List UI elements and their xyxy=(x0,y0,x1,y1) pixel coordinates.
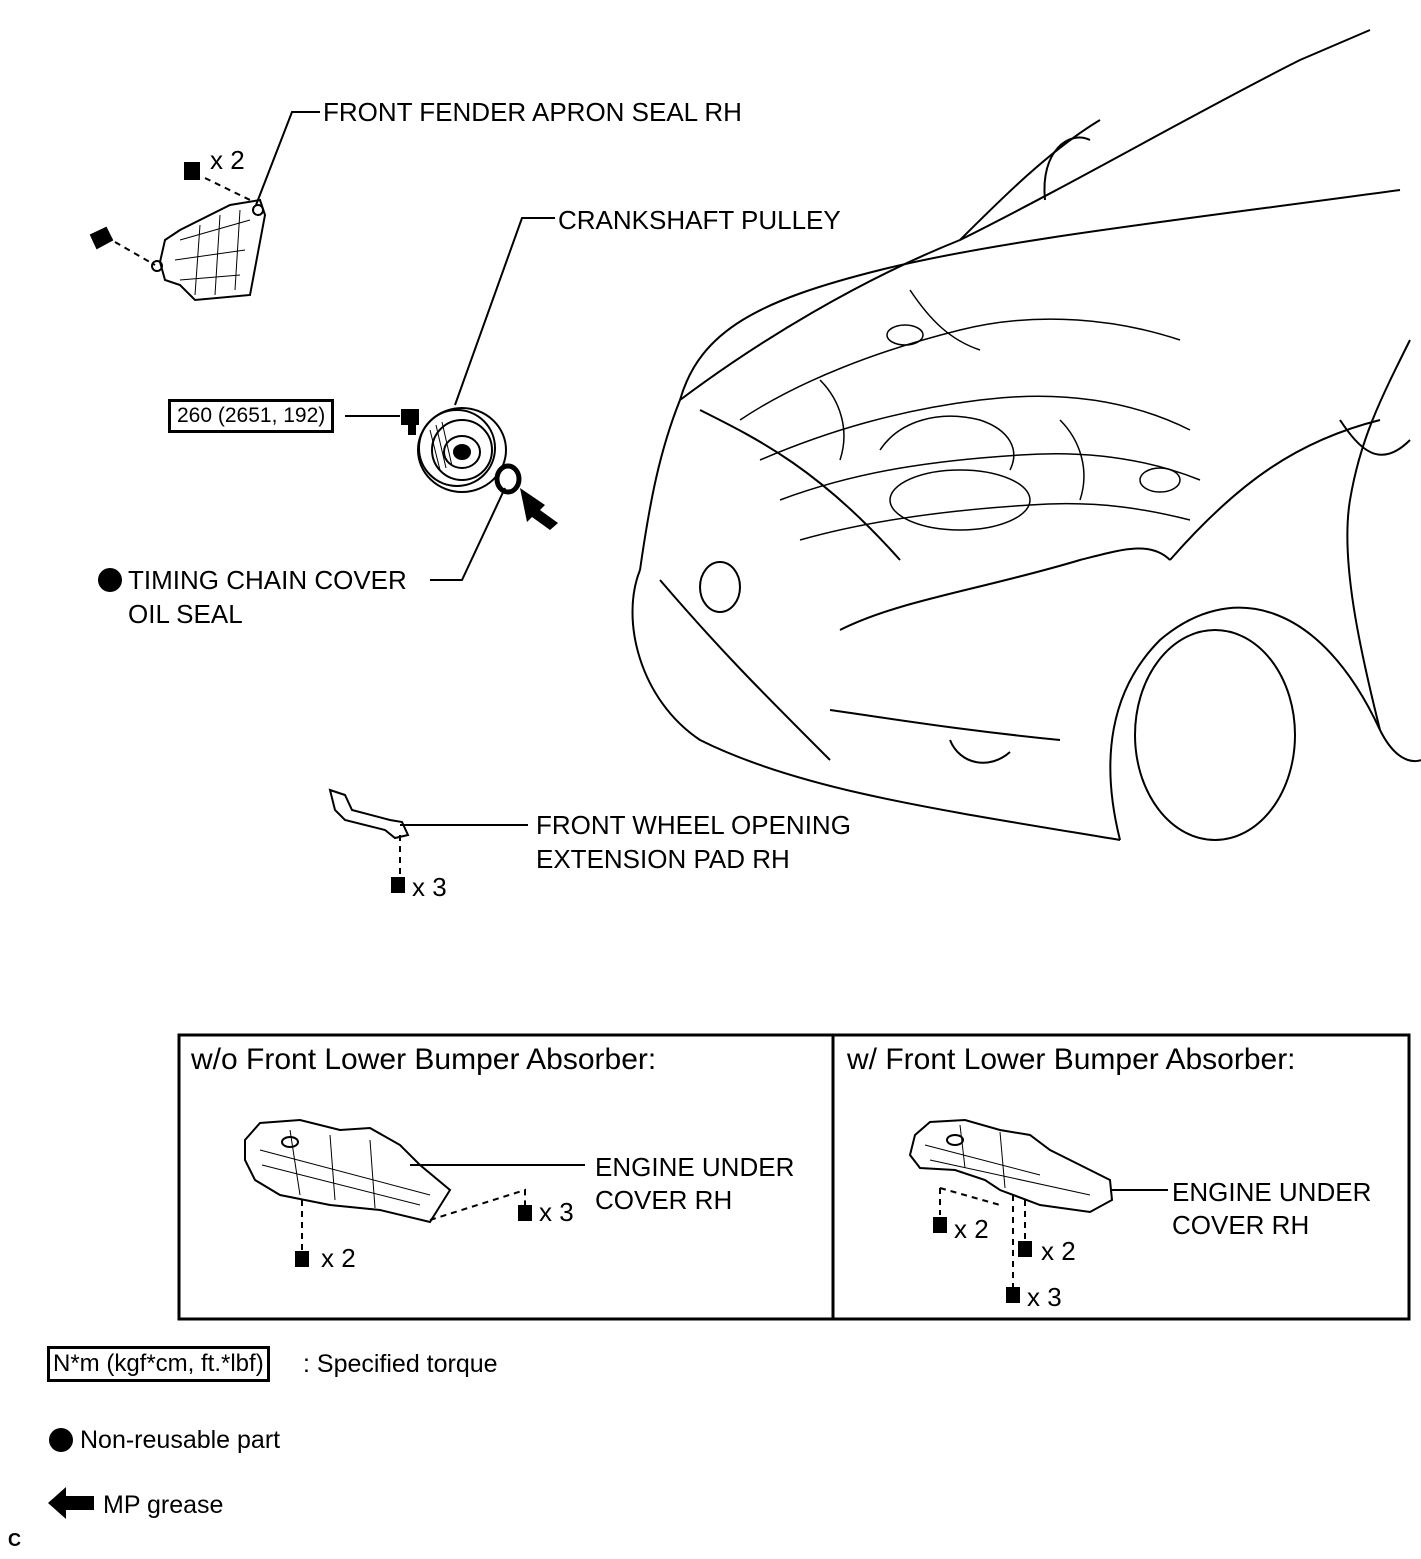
panel-left-part-line1: ENGINE UNDER xyxy=(595,1152,795,1182)
legend-nonreusable-icon xyxy=(49,1428,73,1452)
corner-code: C xyxy=(8,1530,21,1550)
label-apron-qty: x 2 xyxy=(210,145,245,175)
leader-lines xyxy=(255,111,555,826)
label-pad-line1: FRONT WHEEL OPENING xyxy=(536,810,851,840)
oil-seal-ring xyxy=(494,463,522,495)
label-apron-seal: FRONT FENDER APRON SEAL RH xyxy=(323,97,742,127)
bolt-icon xyxy=(1018,1241,1032,1257)
panel-right-qty-a: x 2 xyxy=(954,1214,989,1244)
crankshaft-pulley-shape xyxy=(417,407,507,493)
legend-torque-box: N*m (kgf*cm, ft.*lbf) xyxy=(47,1346,270,1382)
extension-pad-shape xyxy=(328,788,410,840)
legend-arrow-icon xyxy=(48,1487,94,1519)
legend-nonreusable-text: Non-reusable part xyxy=(80,1426,281,1454)
label-pad-line2: EXTENSION PAD RH xyxy=(536,844,790,874)
bolt-icon xyxy=(391,877,405,893)
legend-torque-text: : Specified torque xyxy=(303,1350,498,1378)
grease-arrow-icon xyxy=(520,488,558,530)
apron-seal-shape xyxy=(151,198,267,302)
bolt-icon xyxy=(295,1251,309,1267)
panel-right-qty-c: x 3 xyxy=(1027,1282,1062,1312)
panel-right-title: w/ Front Lower Bumper Absorber: xyxy=(847,1043,1296,1076)
under-cover-right xyxy=(908,1118,1114,1214)
under-cover-left xyxy=(244,1118,452,1224)
engine-bay xyxy=(739,289,1201,541)
panel-left-qty-b: x 2 xyxy=(321,1243,356,1273)
panel-right-qty-b: x 2 xyxy=(1041,1236,1076,1266)
bolt-icon xyxy=(401,409,419,435)
panel-left-qty-a: x 3 xyxy=(539,1197,574,1227)
label-crankshaft-pulley: CRANKSHAFT PULLEY xyxy=(558,205,841,235)
torque-spec-box: 260 (2651, 192) xyxy=(168,399,335,433)
bolt-icon xyxy=(933,1217,947,1233)
panels-frame xyxy=(177,1033,1411,1321)
dashed-lines xyxy=(114,177,401,875)
panel-left-part-line2: COVER RH xyxy=(595,1185,733,1215)
label-oil-seal-line1: TIMING CHAIN COVER xyxy=(128,565,407,595)
bolt-icon xyxy=(518,1205,532,1221)
panel-right-part-line1: ENGINE UNDER xyxy=(1172,1177,1372,1207)
label-oil-seal-line2: OIL SEAL xyxy=(128,599,243,629)
panel-left-title: w/o Front Lower Bumper Absorber: xyxy=(191,1043,657,1076)
car-outline xyxy=(631,29,1421,841)
legend-grease-text: MP grease xyxy=(103,1491,224,1519)
label-pad-qty: x 3 xyxy=(412,872,447,902)
clip-icons xyxy=(89,162,200,250)
panel-right-part-line2: COVER RH xyxy=(1172,1210,1310,1240)
nonreusable-marker-icon xyxy=(98,568,122,592)
bolt-icon xyxy=(1006,1287,1020,1303)
